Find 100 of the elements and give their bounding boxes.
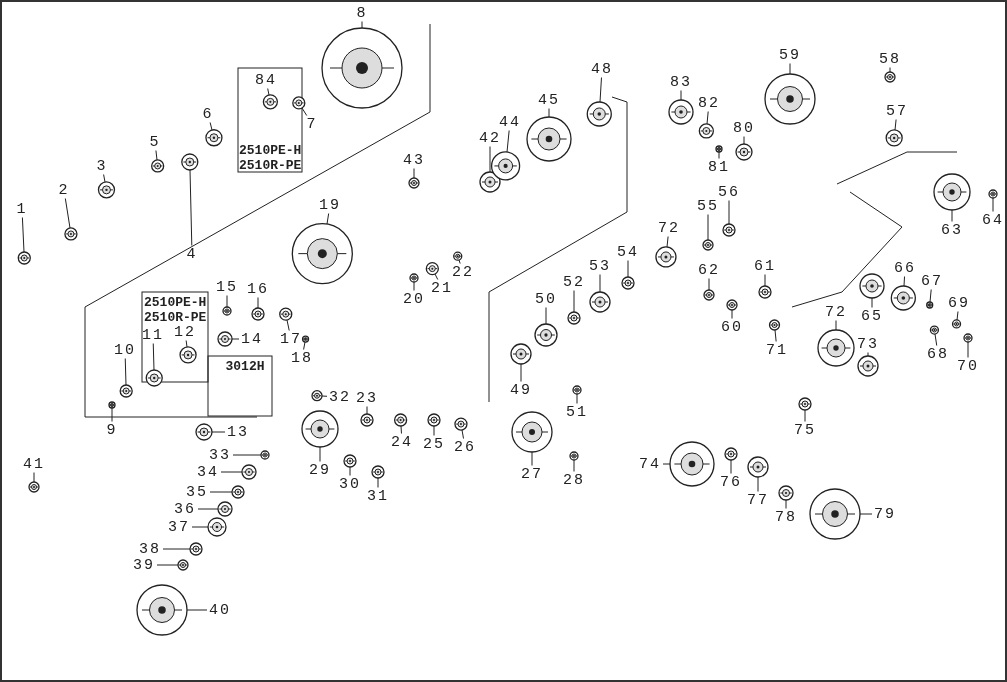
part-drawing xyxy=(951,319,962,329)
leader-line xyxy=(286,319,290,331)
callout-number: 51 xyxy=(565,404,589,420)
callout-number: 74 xyxy=(638,456,662,472)
callout-number: 58 xyxy=(878,51,902,67)
leader-line xyxy=(718,151,720,159)
callout-number: 16 xyxy=(246,281,270,297)
leader-line xyxy=(458,259,461,264)
leader-line xyxy=(326,213,330,225)
callout-number: 60 xyxy=(720,319,744,335)
leader-line xyxy=(413,281,415,291)
callout-number: 56 xyxy=(717,184,741,200)
leader-line xyxy=(185,340,188,348)
part-drawing xyxy=(817,329,855,367)
callout-number: 44 xyxy=(498,114,522,130)
part-drawing xyxy=(735,143,753,161)
part-drawing xyxy=(526,116,572,162)
part-drawing xyxy=(425,262,439,276)
leader-line xyxy=(520,363,522,382)
leader-line xyxy=(267,88,270,96)
callout-number: 77 xyxy=(746,492,770,508)
leader-line xyxy=(321,395,328,397)
part-drawing xyxy=(453,251,463,261)
part-drawing xyxy=(17,251,31,265)
callout-number: 59 xyxy=(778,47,802,63)
part-drawing xyxy=(251,307,265,321)
part-drawing xyxy=(108,401,116,409)
callout-number: 43 xyxy=(402,152,426,168)
callout-number: 30 xyxy=(338,476,362,492)
callout-number: 84 xyxy=(254,72,278,88)
leader-line xyxy=(929,289,932,303)
callout-number: 61 xyxy=(753,258,777,274)
part-drawing xyxy=(217,501,233,517)
callout-number: 29 xyxy=(308,462,332,478)
callout-number: 26 xyxy=(453,439,477,455)
callout-number: 72 xyxy=(824,304,848,320)
callout-number: 73 xyxy=(856,336,880,352)
callout-number: 65 xyxy=(860,308,884,324)
callout-number: 21 xyxy=(430,280,454,296)
callout-number: 35 xyxy=(185,484,209,500)
callout-number: 81 xyxy=(707,159,731,175)
callout-number: 62 xyxy=(697,262,721,278)
part-drawing xyxy=(884,71,896,83)
leader-line xyxy=(197,508,219,510)
callout-number: 25 xyxy=(422,436,446,452)
callout-number: 66 xyxy=(893,260,917,276)
callout-number: 72 xyxy=(657,220,681,236)
leader-line xyxy=(730,459,732,474)
part-drawing xyxy=(97,181,116,199)
part-drawing xyxy=(703,289,715,301)
callout-number: 32 xyxy=(328,389,352,405)
part-drawing xyxy=(360,413,374,427)
model-code: 2510R-PE xyxy=(239,157,302,173)
leader-line xyxy=(757,476,759,492)
leader-line xyxy=(599,274,601,293)
callout-number: 1 xyxy=(15,201,29,217)
leader-line xyxy=(835,320,837,331)
leader-line xyxy=(951,209,953,222)
leader-line xyxy=(489,146,491,173)
leader-line xyxy=(209,491,233,493)
part-drawing xyxy=(371,465,385,479)
part-drawing xyxy=(292,96,306,110)
part-drawing xyxy=(510,343,532,365)
part-drawing xyxy=(933,173,971,211)
model-code: 2510PE-H xyxy=(144,294,207,310)
part-drawing xyxy=(177,559,189,571)
leader-line xyxy=(211,431,226,433)
leader-line xyxy=(226,295,228,308)
leader-line xyxy=(627,260,629,278)
part-drawing xyxy=(988,189,998,199)
callout-number: 18 xyxy=(290,350,314,366)
callout-number: 69 xyxy=(947,295,971,311)
leader-line xyxy=(548,108,550,118)
leader-line xyxy=(349,466,351,476)
callout-number: 70 xyxy=(956,358,980,374)
part-drawing xyxy=(778,485,794,501)
callout-number: 5 xyxy=(148,134,162,150)
leader-line xyxy=(64,198,71,229)
callout-number: 38 xyxy=(138,541,162,557)
leader-line xyxy=(789,63,791,75)
callout-number: 42 xyxy=(478,130,502,146)
leader-line xyxy=(301,107,308,116)
leader-line xyxy=(531,451,533,466)
leader-line xyxy=(231,338,240,340)
leader-line xyxy=(152,343,155,371)
part-drawing xyxy=(859,273,885,299)
part-drawing xyxy=(715,145,723,153)
part-drawing xyxy=(768,319,781,331)
callout-number: 6 xyxy=(201,106,215,122)
callout-number: 27 xyxy=(520,466,544,482)
leader-line xyxy=(785,499,787,509)
leader-line xyxy=(666,236,669,248)
callout-number: 19 xyxy=(318,197,342,213)
leader-line xyxy=(33,472,35,483)
leader-line xyxy=(220,471,243,473)
model-code: 2510PE-H xyxy=(239,142,302,158)
callout-number: 52 xyxy=(562,274,586,290)
leader-line xyxy=(576,393,578,404)
callout-number: 57 xyxy=(885,103,909,119)
leader-line xyxy=(934,333,938,346)
